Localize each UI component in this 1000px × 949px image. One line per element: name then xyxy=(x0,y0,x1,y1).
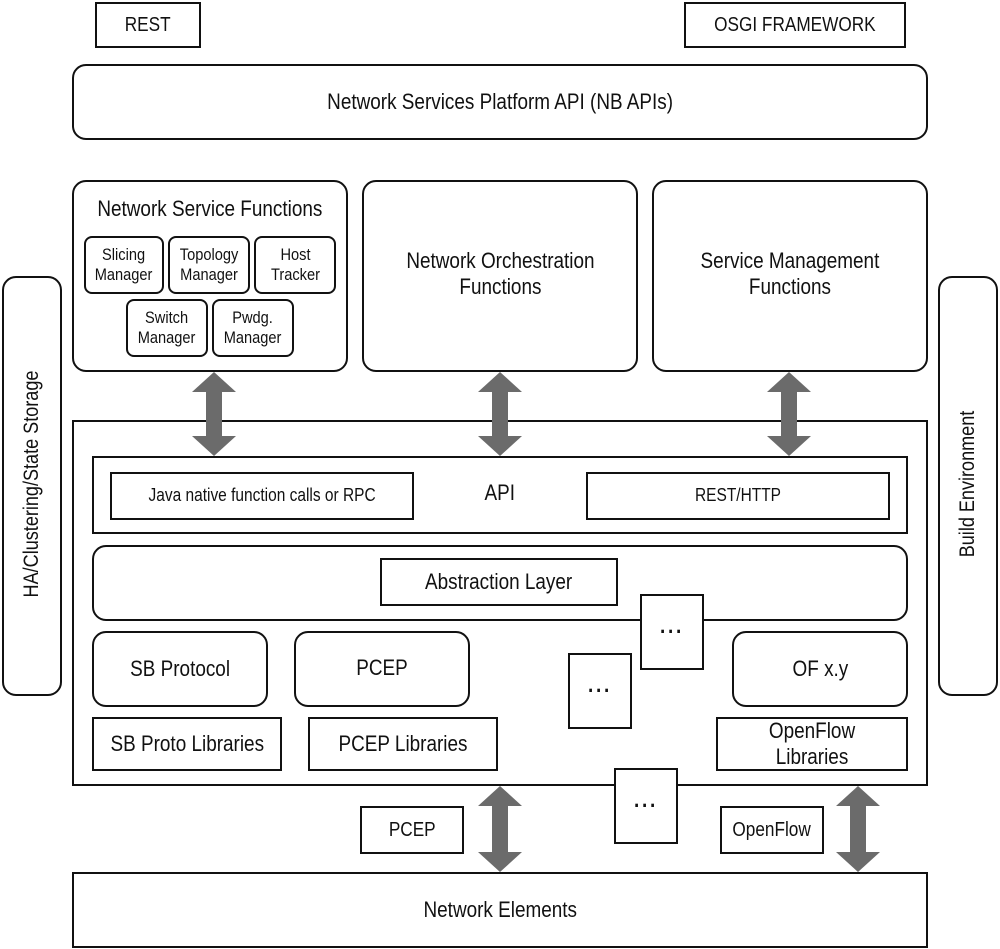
ellipsis-middle-label: ··· xyxy=(587,677,613,703)
ellipsis-box-lower: ··· xyxy=(614,768,678,844)
openflow-southbound-box: OpenFlow xyxy=(720,806,824,854)
nb-api-box: Network Services Platform API (NB APIs) xyxy=(72,64,928,140)
openflow-southbound-label: OpenFlow xyxy=(732,819,812,841)
arrow-pcep-to-network xyxy=(478,786,522,872)
network-orchestration-label: Network Orchestration Functions xyxy=(405,248,595,300)
rest-label-box: REST xyxy=(95,2,201,48)
host-tracker-label: Host Tracker xyxy=(270,245,320,284)
openflow-libraries-label: OpenFlow Libraries xyxy=(768,717,856,769)
host-tracker-box: Host Tracker xyxy=(254,236,336,294)
java-native-calls-label: Java native function calls or RPC xyxy=(148,485,376,506)
slicing-manager-box: Slicing Manager xyxy=(84,236,164,294)
pcep-libraries-label: PCEP Libraries xyxy=(338,730,468,756)
nb-api-label: Network Services Platform API (NB APIs) xyxy=(327,88,673,114)
network-service-functions-title: Network Service Functions xyxy=(97,196,323,221)
of-xy-box: OF x.y xyxy=(732,631,908,707)
ellipsis-box-upper: ··· xyxy=(640,594,704,670)
switch-manager-label: Switch Manager xyxy=(138,308,196,347)
pcep-southbound-box: PCEP xyxy=(360,806,464,854)
network-elements-box: Network Elements xyxy=(72,872,928,948)
api-label: API xyxy=(484,480,516,505)
network-orchestration-box: Network Orchestration Functions xyxy=(362,180,638,372)
ellipsis-box-middle: ··· xyxy=(568,653,632,729)
sb-protocol-box: SB Protocol xyxy=(92,631,268,707)
pwdg-manager-box: Pwdg. Manager xyxy=(212,299,294,357)
rest-http-box: REST/HTTP xyxy=(586,472,890,520)
java-native-calls-box: Java native function calls or RPC xyxy=(110,472,414,520)
build-environment-bar xyxy=(938,276,998,696)
arrow-orchestration-to-api xyxy=(478,372,522,456)
pcep-libraries-box: PCEP Libraries xyxy=(308,717,498,771)
pcep-southbound-label: PCEP xyxy=(388,819,436,841)
openflow-libraries-box: OpenFlow Libraries xyxy=(716,717,908,771)
slicing-manager-label: Slicing Manager xyxy=(95,245,153,284)
pcep-plugin-box: PCEP xyxy=(294,631,470,707)
pcep-plugin-label: PCEP xyxy=(356,655,408,680)
sb-proto-libraries-box: SB Proto Libraries xyxy=(92,717,282,771)
ellipsis-lower-label: ··· xyxy=(633,792,659,818)
switch-manager-box: Switch Manager xyxy=(126,299,208,357)
topology-manager-label: Topology Manager xyxy=(179,245,239,284)
service-management-label: Service Management Functions xyxy=(700,248,880,300)
osgi-framework-label: OSGI FRAMEWORK xyxy=(714,14,876,36)
rest-label: REST xyxy=(125,14,171,36)
service-management-box: Service Management Functions xyxy=(652,180,928,372)
ha-clustering-bar xyxy=(2,276,62,696)
rest-http-label: REST/HTTP xyxy=(694,485,781,506)
arrow-group xyxy=(192,372,880,872)
arrow-openflow-to-network xyxy=(836,786,880,872)
sb-proto-libraries-label: SB Proto Libraries xyxy=(110,730,264,756)
osgi-framework-box: OSGI FRAMEWORK xyxy=(684,2,906,48)
network-elements-label: Network Elements xyxy=(423,896,577,922)
sb-protocol-label: SB Protocol xyxy=(130,655,230,681)
topology-manager-box: Topology Manager xyxy=(168,236,250,294)
pwdg-manager-label: Pwdg. Manager xyxy=(224,308,282,347)
abstraction-layer-label: Abstraction Layer xyxy=(425,568,573,594)
arrow-service-mgmt-to-api xyxy=(767,372,811,456)
of-xy-label: OF x.y xyxy=(792,655,848,681)
arrow-nsf-to-api xyxy=(192,372,236,456)
ellipsis-upper-label: ··· xyxy=(659,618,685,644)
abstraction-layer-box: Abstraction Layer xyxy=(380,558,618,606)
